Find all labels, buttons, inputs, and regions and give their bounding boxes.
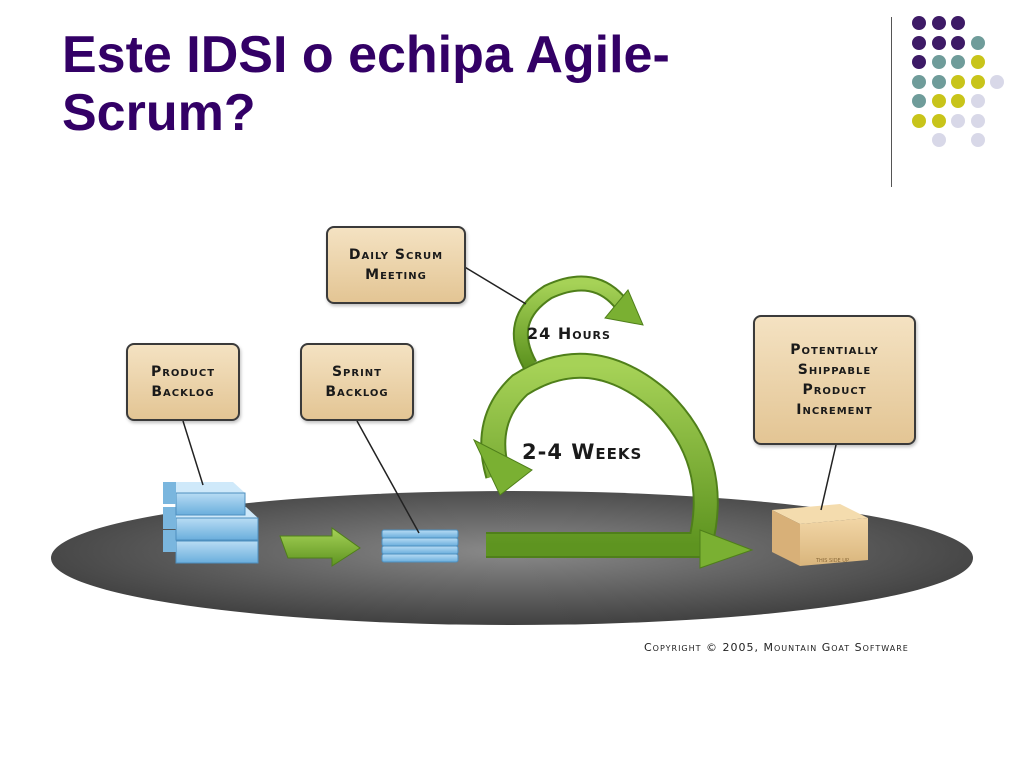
decorative-dot: [951, 35, 965, 50]
decorative-dot: [912, 16, 926, 30]
hours-label: 24 Hours: [527, 324, 611, 343]
decorative-dot: [951, 74, 965, 89]
decorative-dot: [931, 55, 946, 69]
decorative-dot: [931, 133, 946, 147]
product-increment-label: Potentially Shippable Product Increment: [790, 342, 879, 418]
crate-stamp-text: THIS SIDE UP: [815, 558, 849, 564]
sprint-backlog-stack: [381, 529, 459, 563]
decorative-dot: [931, 16, 946, 30]
daily-cycle-arrow: [512, 275, 644, 369]
decorative-dot: [990, 74, 1004, 89]
decorative-dot: [912, 113, 926, 128]
decorative-dot: [912, 74, 926, 89]
decorative-dot: [970, 35, 985, 50]
increment-connector: [820, 444, 837, 511]
weeks-label: 2-4 Weeks: [522, 440, 642, 464]
small-flow-arrow: [279, 527, 361, 567]
title-divider-line: [891, 17, 892, 187]
product-backlog-box: Product Backlog: [126, 343, 240, 421]
decorative-dot: [931, 74, 946, 89]
sprint-backlog-label: Sprint Backlog: [325, 364, 389, 400]
slide-title-text: Este IDSI o echipa Agile- Scrum?: [62, 26, 670, 142]
product-increment-box: Potentially Shippable Product Increment: [753, 315, 916, 445]
product-backlog-label: Product Backlog: [150, 364, 216, 400]
product-increment-crate: THIS SIDE UP: [772, 504, 868, 566]
decorative-dot: [970, 74, 985, 89]
decorative-dot: [970, 133, 985, 147]
decorative-dot: [931, 35, 946, 50]
decorative-dot: [970, 113, 985, 128]
sprint-backlog-box: Sprint Backlog: [300, 343, 414, 421]
decorative-dot: [912, 35, 926, 50]
daily-scrum-connector: [462, 265, 527, 305]
decorative-dot: [931, 94, 946, 108]
decorative-dot: [970, 55, 985, 69]
decorative-dot: [912, 55, 926, 69]
decorative-dot: [970, 94, 985, 108]
daily-scrum-box: Daily Scrum Meeting: [326, 226, 466, 304]
daily-scrum-label: Daily Scrum Meeting: [348, 247, 444, 283]
product-backlog-stack: [163, 482, 259, 564]
decorative-dot: [951, 16, 965, 30]
product-backlog-connector: [182, 420, 204, 486]
copyright-notice: Copyright © 2005, Mountain Goat Software: [644, 641, 909, 654]
decorative-dot: [951, 55, 965, 69]
decorative-dot: [931, 113, 946, 128]
sprint-backlog-connector: [356, 420, 420, 534]
decorative-dot: [951, 113, 965, 128]
decorative-dot: [912, 94, 926, 108]
slide-title: Este IDSI o echipa Agile- Scrum?: [62, 26, 862, 142]
sprint-cycle-arrow: [472, 352, 754, 569]
decorative-dot: [951, 94, 965, 108]
